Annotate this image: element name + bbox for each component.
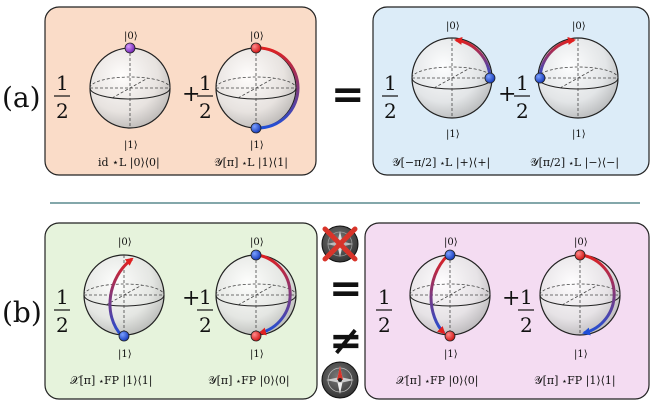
coef-denominator: 2 <box>384 99 397 123</box>
coef-numerator: 1 <box>199 71 212 95</box>
caption-b1: 𝒳[π] ⋆FP |1⟩⟨1| <box>70 374 152 388</box>
caption-b3: 𝒳[π] ⋆FP |0⟩⟨0| <box>396 374 478 388</box>
bloch-sphere-a3 <box>411 36 496 119</box>
caption-b4: 𝒴[π] ⋆FP |1⟩⟨1| <box>534 374 616 388</box>
ket-0-label: |0⟩ <box>124 31 138 42</box>
coef-b-right-mid: 1 2 <box>518 285 534 337</box>
coef-a-mid: 1 2 <box>197 71 213 123</box>
state-dot-red <box>574 249 586 261</box>
rotation-arc <box>257 253 292 336</box>
state-dot-blue <box>118 330 130 342</box>
not-equals-sign: ≠ <box>329 318 363 364</box>
coef-b-left: 1 2 <box>54 285 70 337</box>
ket-1-label: |1⟩ <box>250 140 264 151</box>
rotation-arc <box>581 253 616 336</box>
coef-numerator: 1 <box>56 285 69 309</box>
state-dot-red <box>444 330 456 342</box>
coef-numerator: 1 <box>516 71 529 95</box>
plus-sign: + <box>498 82 516 107</box>
coef-numerator: 1 <box>199 285 212 309</box>
equals-sign: = <box>331 72 365 118</box>
plus-sign: + <box>182 82 200 107</box>
caption-a4: 𝒴[π/2] ⋆L |−⟩⟨−| <box>530 156 619 170</box>
state-dot-blue <box>250 249 262 261</box>
bloch-sphere-a4 <box>534 36 619 119</box>
ket-1-label: |1⟩ <box>124 140 138 151</box>
bloch-sphere-a2 <box>215 42 300 134</box>
coef-a-left: 1 2 <box>54 71 70 123</box>
coef-numerator: 1 <box>378 285 391 309</box>
ket-1-label: |1⟩ <box>572 129 586 140</box>
coef-a-right: 1 2 <box>382 71 398 123</box>
caption-a3: 𝒴[−π/2] ⋆L |+⟩⟨+| <box>392 156 490 170</box>
ket-0-label: |0⟩ <box>574 237 588 248</box>
plus-sign: + <box>182 286 200 311</box>
caption-a1: id ⋆L |0⟩⟨0| <box>98 156 160 170</box>
ket-0-label: |0⟩ <box>250 237 264 248</box>
coef-denominator: 2 <box>520 313 533 337</box>
bloch-sphere-b4 <box>539 249 621 336</box>
rotation-arc <box>429 253 450 335</box>
coef-a-right-mid: 1 2 <box>514 71 530 123</box>
plus-sign: + <box>502 286 520 311</box>
caption-a2: 𝒴[π] ⋆L |1⟩⟨1| <box>214 156 288 170</box>
coef-denominator: 2 <box>516 99 529 123</box>
panel-a-label: (a) <box>2 81 41 114</box>
equals-sign: = <box>329 266 363 312</box>
state-dot-blue <box>484 72 496 84</box>
rotation-arc <box>108 257 134 338</box>
ket-1-label: |1⟩ <box>444 349 458 360</box>
ket-1-label: |1⟩ <box>574 349 588 360</box>
bloch-sphere-b2 <box>215 249 297 342</box>
coef-b-right: 1 2 <box>376 285 392 337</box>
compass-icon <box>321 361 359 399</box>
caption-b2: 𝒴[π] ⋆FP |0⟩⟨0| <box>208 374 290 388</box>
ket-0-label: |0⟩ <box>446 21 460 32</box>
rotation-arc <box>454 36 492 79</box>
ket-1-label: |1⟩ <box>118 349 132 360</box>
compass-crossed-icon <box>321 225 359 263</box>
state-dot-blue <box>444 249 456 261</box>
ket-0-label: |0⟩ <box>118 237 132 248</box>
coef-denominator: 2 <box>378 313 391 337</box>
state-dot-purple <box>124 42 136 54</box>
state-dot-red <box>250 42 262 54</box>
bloch-sphere-a1 <box>89 42 171 129</box>
rotation-arc <box>257 46 300 130</box>
ket-0-label: |0⟩ <box>250 31 264 42</box>
rotation-arc <box>538 36 576 79</box>
coef-numerator: 1 <box>520 285 533 309</box>
coef-denominator: 2 <box>56 313 69 337</box>
ket-1-label: |1⟩ <box>250 349 264 360</box>
coef-denominator: 2 <box>199 99 212 123</box>
coef-numerator: 1 <box>384 71 397 95</box>
coef-denominator: 2 <box>199 313 212 337</box>
panel-b-label: (b) <box>2 296 42 329</box>
coef-denominator: 2 <box>56 99 69 123</box>
state-dot-red <box>250 330 262 342</box>
bloch-sphere-b3 <box>409 249 491 342</box>
coef-b-mid: 1 2 <box>197 285 213 337</box>
bloch-sphere-b1 <box>83 254 165 342</box>
state-dot-blue <box>250 122 262 134</box>
state-dot-blue <box>534 72 546 84</box>
coef-numerator: 1 <box>56 71 69 95</box>
ket-1-label: |1⟩ <box>446 129 460 140</box>
ket-0-label: |0⟩ <box>444 237 458 248</box>
ket-0-label: |0⟩ <box>572 21 586 32</box>
